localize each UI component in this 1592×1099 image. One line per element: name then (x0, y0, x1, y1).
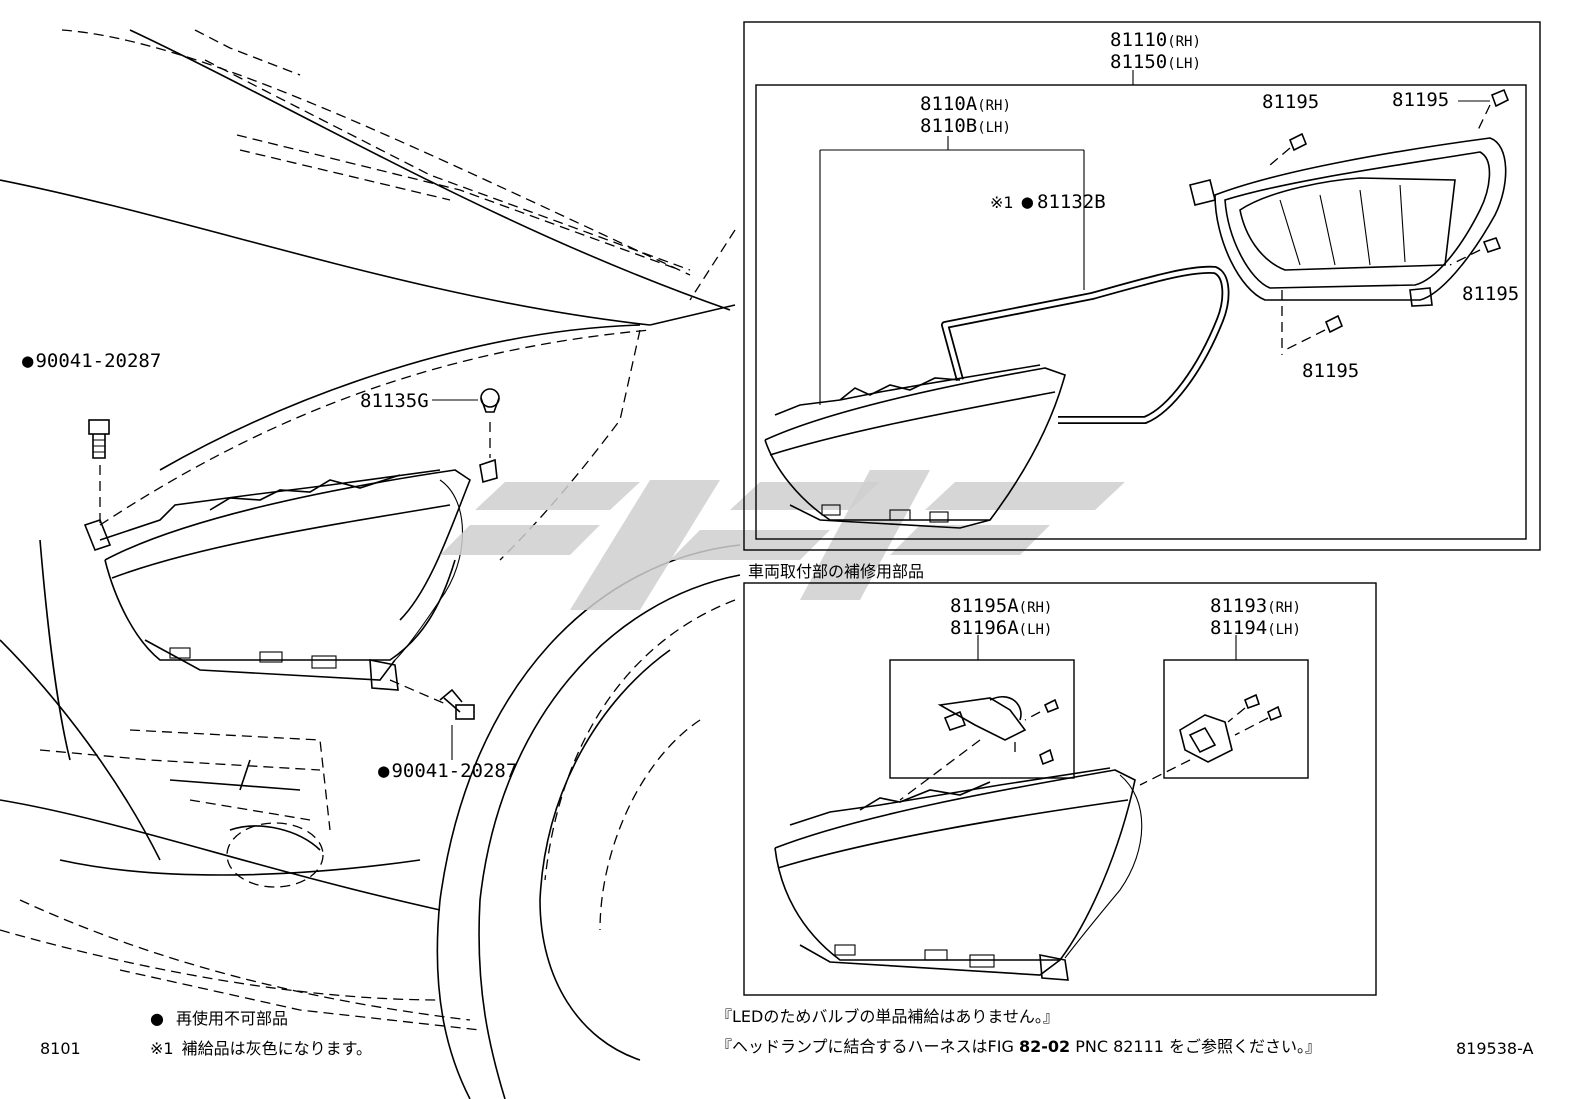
screw-icon-4 (1281, 290, 1344, 355)
section-title: 車両取付部の補修用部品 (748, 562, 924, 581)
bracket-a-icon (937, 695, 1060, 766)
harness-note: 『ヘッドランプに結合するハーネスはFIG 82-02 PNC 82111 をご参… (716, 1037, 1321, 1056)
screw-81195-label-2: 81195 (1392, 89, 1449, 111)
repair-parts-box (743, 582, 1377, 996)
screw-icon-2 (1477, 88, 1510, 131)
screw-81195-label-3: 81195 (1462, 283, 1519, 305)
bracket-b-icon (1179, 693, 1282, 763)
legend-non-reusable: ●再使用不可部品 (150, 1009, 288, 1028)
clip-label: 81135G (360, 390, 429, 412)
part-81150-label: 81150(LH) (1110, 51, 1201, 73)
figure-id: 819538-A (1456, 1039, 1534, 1058)
bolt-icon-upper (88, 419, 110, 459)
part-81110-label: 81110(RH) (1110, 29, 1201, 51)
watermark-logo (440, 470, 1125, 610)
headlamp-lens-unit (764, 364, 1066, 529)
part-81193-label: 81193(RH) (1210, 595, 1301, 617)
headlamp-assembly-left (83, 422, 498, 706)
gasket-label: ※1●81132B (990, 191, 1106, 213)
screw-81195-label-1: 81195 (1262, 91, 1319, 113)
headlamp-unit-box (755, 84, 1527, 540)
headlamp-assembly-lower (774, 767, 1143, 981)
screw-icon-1 (1269, 132, 1308, 166)
page-code: 8101 (40, 1039, 81, 1058)
bracket-a-box (889, 659, 1075, 779)
part-81194-label: 81194(LH) (1210, 617, 1301, 639)
screw-81195-label-4: 81195 (1302, 360, 1359, 382)
gasket-shape (941, 265, 1230, 424)
headlamp-assembly-box (743, 21, 1541, 551)
bolt-lower-label: ●90041-20287 (378, 760, 517, 782)
part-8110A-label: 8110A(RH) (920, 93, 1011, 115)
clip-icon (480, 388, 500, 413)
headlamp-housing (1189, 137, 1507, 307)
screw-icon-3 (1449, 237, 1502, 266)
part-8110B-label: 8110B(LH) (920, 115, 1011, 137)
bolt-upper-label: ●90041-20287 (22, 350, 161, 372)
part-81196A-label: 81196A(LH) (950, 617, 1052, 639)
part-81195A-label: 81195A(RH) (950, 595, 1052, 617)
led-note: 『LEDのためバルブの単品補給はありません。』 (716, 1007, 1059, 1026)
bolt-icon-lower (439, 688, 475, 720)
bracket-b-box (1163, 659, 1309, 779)
